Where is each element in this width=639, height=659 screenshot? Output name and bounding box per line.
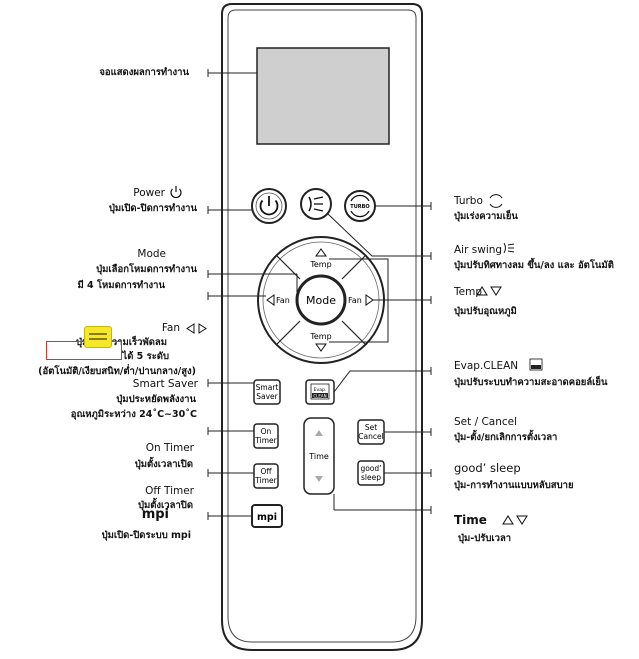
fan-right-button[interactable]: Fan [348,294,374,306]
mode-button[interactable]: Mode [295,274,347,326]
display-screen [256,47,390,145]
smart-saver-desc-2: อุณหภูมิระหว่าง 24˚C~30˚C [70,409,197,420]
air-swing-icon [308,196,324,212]
time-down-icon [315,476,323,482]
power-icon [259,196,279,216]
mode-button-label: Mode [306,294,336,307]
good-sleep-title: good’ sleep [454,461,521,475]
mode-desc-2: มี 4 โหมดการทำงาน [77,280,165,291]
display-label: จอแสดงผลการทำงาน [99,67,189,78]
evap-clean-icon [529,358,543,371]
on-timer-title: On Timer [145,442,194,454]
smart-saver-label-1: Smart [256,383,279,392]
triangle-left-icon [266,294,275,306]
set-label-1: Set [365,423,377,432]
fan-right-label: Fan [348,296,362,305]
set-cancel-button[interactable]: Set Cancel [357,419,385,445]
fan-desc-3: (อัตโนมัติ/เงียบสนิท/ต่ำ/ปานกลาง/สูง) [38,366,196,377]
turbo-button-label: TURBO [350,204,369,210]
air-swing-icon [503,242,515,254]
remote-body-inner [227,9,417,643]
off-timer-label-1: Off [260,467,272,476]
triangle-right-icon [365,294,374,306]
time-rocker-button[interactable]: Time [303,417,335,495]
good-sleep-label-2: sleep [361,473,381,482]
turbo-desc: ปุ่มเร่งความเย็น [454,211,518,222]
evap-title: Evap.CLEAN [454,360,519,372]
air-swing-button[interactable] [300,188,332,220]
turbo-title: Turbo [454,195,483,207]
mpi-desc: ปุ่มเปิด-ปิดระบบ mpi [101,530,191,541]
leader-lines-left [207,69,298,520]
smart-saver-title: Smart Saver [132,378,198,390]
fan-title: Fan [161,322,180,334]
mpi-title: mpi [141,507,169,522]
power-button[interactable] [251,188,287,224]
off-timer-button[interactable]: Off Timer [253,463,279,489]
fan-left-label: Fan [276,296,290,305]
temp-title: Temp [454,286,482,298]
turbo-button[interactable]: TURBO [344,190,376,222]
temp-up-label: Temp [309,260,331,269]
fan-desc-2: ได้ 5 ระดับ [122,351,169,362]
power-icon [170,186,182,199]
temp-desc: ปุ่มปรับอุณหภูมิ [454,306,517,317]
temp-down-label: Temp [309,332,331,341]
note-icon [84,326,112,348]
turbo-icon [489,194,503,208]
mpi-button-label: mpi [257,512,277,523]
leader-lines-right [327,202,432,514]
evap-desc: ปุ่มปรับระบบทำความสะอาดคอยล์เย็น [454,377,608,388]
evap-clean-button[interactable]: Evap. CLEAN [305,379,335,405]
power-title: Power [133,187,165,199]
smart-saver-button[interactable]: Smart Saver [253,379,281,405]
good-sleep-button[interactable]: good’ sleep [357,460,385,486]
mode-title: Mode [137,248,166,260]
on-timer-label-1: On [261,427,272,436]
off-timer-label-2: Timer [254,476,277,485]
smart-saver-label-2: Saver [256,392,278,401]
temp-up-button[interactable]: Temp [309,248,332,269]
set-cancel-title: Set / Cancel [454,416,518,428]
set-label-2: Cancel [358,432,383,441]
time-up-icon [315,430,323,436]
good-sleep-desc: ปุ่ม-การทำงานแบบหลับสบาย [454,480,574,491]
off-timer-desc: ปุ่มตั้งเวลาปิด [137,500,193,511]
on-timer-desc: ปุ่มตั้งเวลาเปิด [134,459,193,470]
evap-label-1: Evap. [314,387,327,393]
triangle-down-icon [315,343,327,352]
temp-down-button[interactable]: Temp [309,332,332,352]
on-timer-label-2: Timer [254,436,277,445]
evap-label-2: CLEAN [313,393,326,398]
power-desc: ปุ่มเปิด-ปิดการทำงาน [108,203,197,214]
mpi-button[interactable]: mpi [251,504,283,528]
smart-saver-desc-1: ปุ่มประหยัดพลังงาน [116,394,196,405]
fan-left-button[interactable]: Fan [266,294,290,306]
fan-arrow-icons [186,323,207,334]
time-title: Time [454,513,487,527]
time-arrow-icons [502,515,528,525]
triangle-arrow-icons [476,286,502,296]
turbo-icon: TURBO [350,194,370,218]
on-timer-button[interactable]: On Timer [253,423,279,449]
airswing-desc: ปุ่มปรับทิศทางลม ขึ้น/ลง และ อัตโนมัติ [454,260,614,271]
good-sleep-label-1: good’ [360,464,381,473]
off-timer-title: Off Timer [145,485,194,497]
time-rocker-label: Time [308,452,329,461]
triangle-up-icon [315,248,327,257]
set-cancel-desc: ปุ่ม-ตั้ง/ยกเลิกการตั้งเวลา [454,432,558,443]
time-desc: ปุ่ม-ปรับเวลา [458,533,512,544]
mode-desc-1: ปุ่มเลือกโหมดการทำงาน [96,264,197,275]
airswing-title: Air swing [454,244,503,256]
